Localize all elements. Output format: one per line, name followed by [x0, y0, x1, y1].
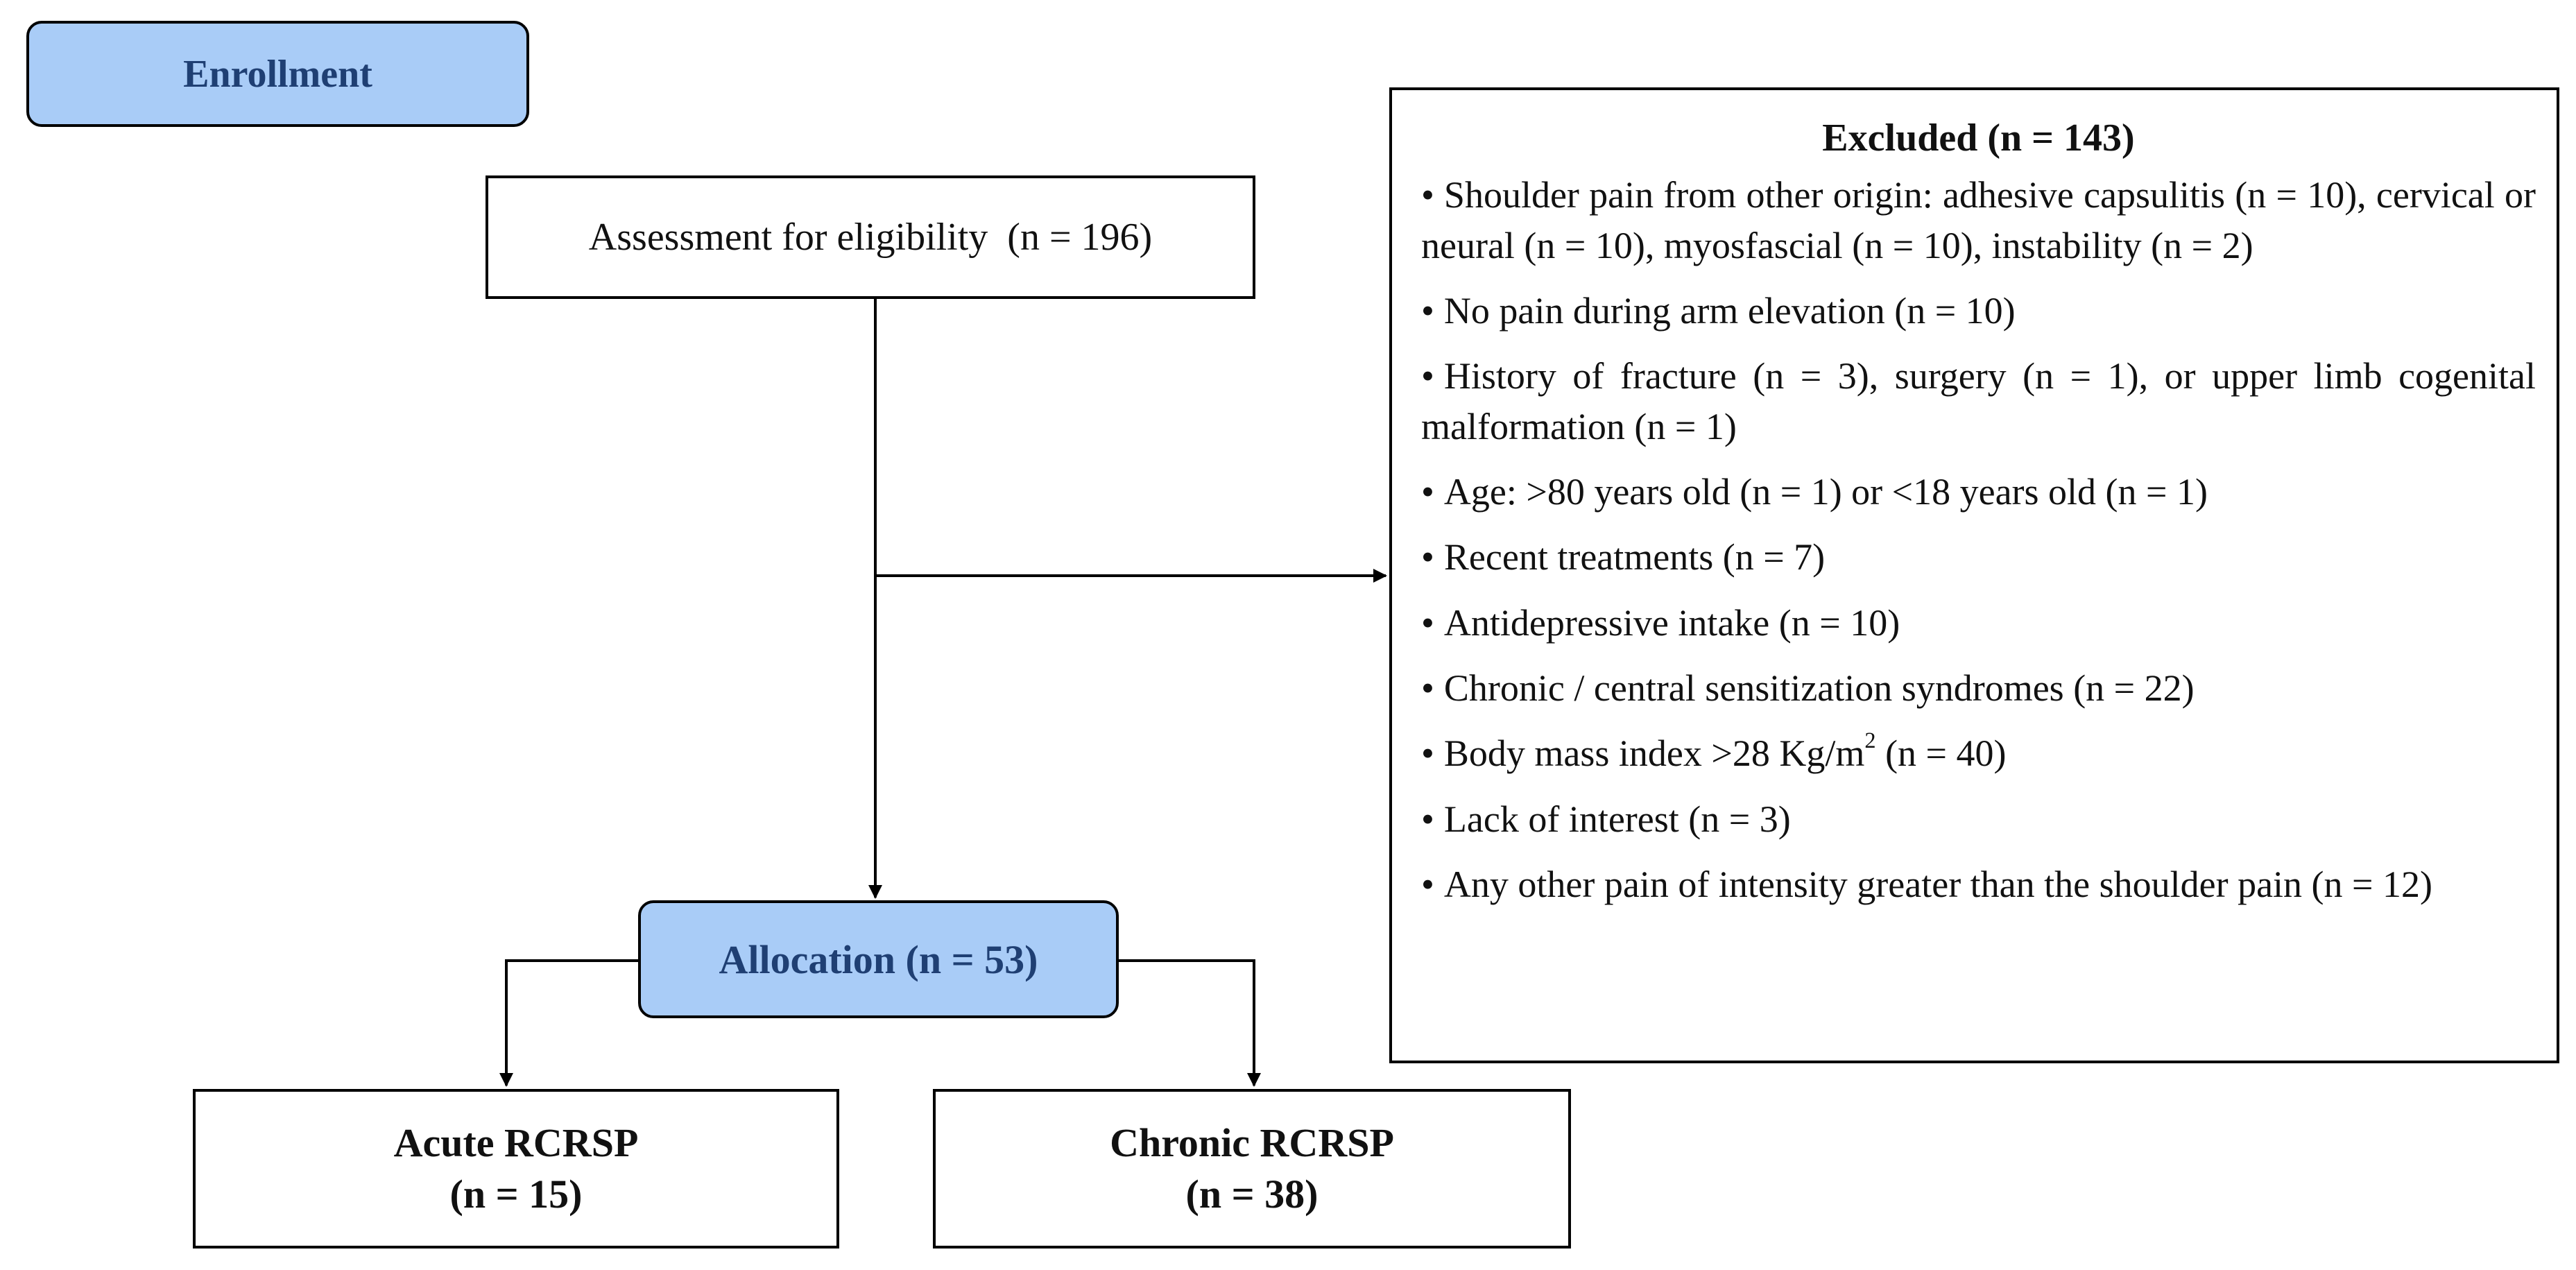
- assessment-box: Assessment for eligibility (n = 196): [486, 175, 1255, 299]
- exclusion-reason: Chronic / central sensitization syndrome…: [1421, 663, 2536, 713]
- bmi-prefix: Body mass index >28 Kg/m: [1443, 732, 1865, 775]
- allocation-stage-box: Allocation (n = 53): [638, 900, 1119, 1018]
- allocation-stage-label: Allocation (n = 53): [719, 936, 1038, 982]
- enrollment-stage-box: Enrollment: [26, 21, 529, 127]
- connector-allocation-to-acute: [499, 959, 638, 1087]
- acute-group-box: Acute RCRSP (n = 15): [193, 1089, 839, 1248]
- exclusion-reason: Recent treatments (n = 7): [1421, 532, 2536, 582]
- exclusion-reason-bmi: Body mass index >28 Kg/m2 (n = 40): [1421, 728, 2536, 778]
- exclusion-reason: History of fracture (n = 3), surgery (n …: [1421, 351, 2536, 452]
- chronic-group-box: Chronic RCRSP (n = 38): [933, 1089, 1571, 1248]
- assessment-label: Assessment for eligibility (n = 196): [588, 216, 1153, 259]
- acute-group-name: Acute RCRSP: [393, 1119, 639, 1165]
- bmi-suffix: (n = 40): [1875, 732, 2007, 775]
- exclusion-reason: Any other pain of intensity greater than…: [1421, 859, 2536, 909]
- connector-allocation-to-chronic: [1119, 959, 1261, 1087]
- exclusion-reason: Age: >80 years old (n = 1) or <18 years …: [1421, 467, 2536, 517]
- bmi-superscript: 2: [1864, 728, 1876, 754]
- exclusion-reason: No pain during arm elevation (n = 10): [1421, 286, 2536, 336]
- chronic-group-name: Chronic RCRSP: [1110, 1119, 1394, 1165]
- acute-group-count: (n = 15): [449, 1172, 583, 1217]
- excluded-box: Excluded (n = 143) Shoulder pain from ot…: [1389, 87, 2559, 1063]
- exclusion-reason: Antidepressive intake (n = 10): [1421, 598, 2536, 648]
- exclusion-reason: Lack of interest (n = 3): [1421, 794, 2536, 844]
- chronic-group-count: (n = 38): [1185, 1172, 1319, 1217]
- exclusion-reason: Shoulder pain from other origin: adhesiv…: [1421, 170, 2536, 271]
- enrollment-stage-label: Enrollment: [183, 52, 372, 96]
- excluded-title: Excluded (n = 143): [1822, 117, 2135, 160]
- excluded-reasons-list: Shoulder pain from other origin: adhesiv…: [1421, 170, 2536, 909]
